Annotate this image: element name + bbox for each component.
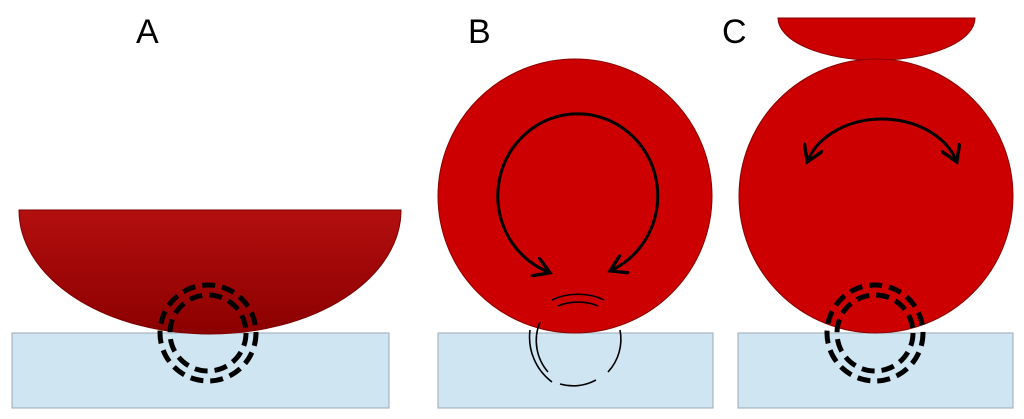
contact-zone-icon (824, 282, 926, 384)
deformation-arcs-icon (528, 293, 622, 387)
substrate-surface-c (737, 332, 1014, 409)
panel-label-b: B (468, 13, 491, 51)
panel-b: B (437, 13, 714, 409)
panel-label-a: A (136, 13, 159, 51)
contact-zone-icon (157, 282, 259, 384)
panel-label-c: C (722, 13, 747, 51)
rotation-arrow-icon (496, 112, 660, 272)
panel-c: C (722, 13, 1014, 409)
flattened-drop-a (18, 209, 402, 335)
panel-a: A (11, 13, 402, 409)
spherical-drop-b (437, 58, 713, 334)
spherical-drop-c (738, 58, 1014, 334)
oscillation-arrow-icon (808, 117, 956, 160)
substrate-surface-b (437, 332, 714, 409)
cap-drop-c (777, 17, 976, 61)
